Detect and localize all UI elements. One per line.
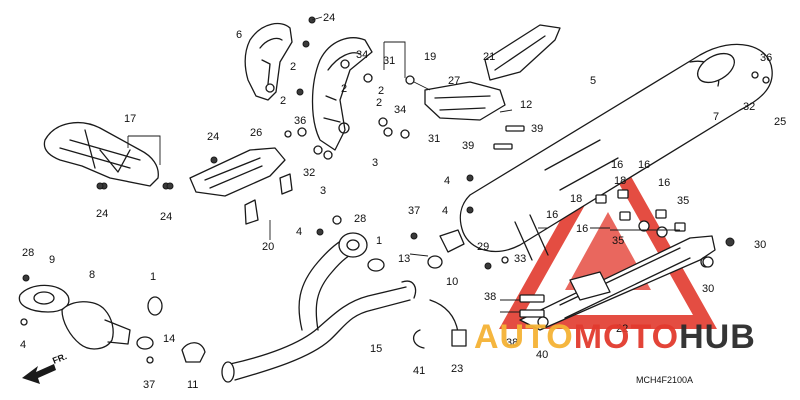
callout-27: 27 bbox=[448, 75, 460, 87]
callout-23: 23 bbox=[451, 363, 463, 375]
heat-shield-center[interactable] bbox=[311, 37, 373, 151]
callout-19: 19 bbox=[424, 51, 436, 63]
callout-37: 37 bbox=[408, 205, 420, 217]
callout-29: 29 bbox=[477, 241, 489, 253]
front-label: FR. bbox=[51, 351, 68, 366]
exhaust-pipe[interactable] bbox=[221, 235, 417, 383]
callout-16: 16 bbox=[546, 209, 558, 221]
callout-36: 36 bbox=[294, 115, 306, 127]
callout-33: 33 bbox=[514, 253, 526, 265]
callout-24: 24 bbox=[207, 131, 219, 143]
diagram-code: MCH4F2100A bbox=[636, 375, 693, 385]
callout-20: 20 bbox=[262, 241, 274, 253]
callout-36: 36 bbox=[760, 52, 772, 64]
callout-9: 9 bbox=[49, 254, 55, 266]
callout-2: 2 bbox=[341, 83, 347, 95]
heat-shield-bracket[interactable] bbox=[189, 147, 293, 225]
callout-37: 37 bbox=[143, 379, 155, 391]
callout-1: 1 bbox=[150, 271, 156, 283]
callout-31: 31 bbox=[428, 133, 440, 145]
callout-3: 3 bbox=[372, 157, 378, 169]
callout-32: 32 bbox=[743, 101, 755, 113]
callout-2: 2 bbox=[378, 85, 384, 97]
callout-32: 32 bbox=[303, 167, 315, 179]
callout-13: 13 bbox=[398, 253, 410, 265]
callout-21: 21 bbox=[483, 51, 495, 63]
callout-26: 26 bbox=[250, 127, 262, 139]
callout-2: 2 bbox=[280, 95, 286, 107]
callout-16: 16 bbox=[638, 159, 650, 171]
exhaust-joint[interactable] bbox=[338, 229, 465, 272]
callout-17: 17 bbox=[124, 113, 136, 125]
svg-text:AUTOMOTOHUB: AUTOMOTOHUB bbox=[474, 318, 756, 356]
callout-18: 18 bbox=[570, 193, 582, 205]
front-direction-indicator: FR. bbox=[22, 351, 68, 384]
callout-16: 16 bbox=[576, 223, 588, 235]
leader-lines bbox=[127, 16, 680, 313]
callout-30: 30 bbox=[702, 283, 714, 295]
heat-shield-left[interactable] bbox=[43, 122, 170, 190]
callout-3: 3 bbox=[320, 185, 326, 197]
callout-16: 16 bbox=[658, 177, 670, 189]
callout-40: 40 bbox=[536, 349, 548, 361]
callout-35: 35 bbox=[677, 195, 689, 207]
callout-35: 35 bbox=[612, 235, 624, 247]
callout-4: 4 bbox=[442, 205, 448, 217]
callout-39: 39 bbox=[462, 140, 474, 152]
callout-41: 41 bbox=[413, 365, 425, 377]
callout-18: 18 bbox=[614, 175, 626, 187]
callout-4: 4 bbox=[296, 226, 302, 238]
callout-24: 24 bbox=[96, 208, 108, 220]
callout-14: 14 bbox=[163, 333, 175, 345]
callout-24: 24 bbox=[160, 211, 172, 223]
callout-5: 5 bbox=[590, 75, 596, 87]
callout-1: 1 bbox=[376, 235, 382, 247]
callout-38: 38 bbox=[506, 337, 518, 349]
callout-10: 10 bbox=[446, 276, 458, 288]
callout-11: 11 bbox=[187, 379, 198, 391]
watermark-part-hub: HUB bbox=[679, 318, 756, 356]
callout-30: 30 bbox=[754, 239, 766, 251]
callout-25: 25 bbox=[774, 116, 786, 128]
bolts bbox=[22, 16, 770, 328]
callout-2: 2 bbox=[290, 61, 296, 73]
callout-4: 4 bbox=[444, 175, 450, 187]
muffler-stay[interactable] bbox=[424, 24, 561, 121]
callout-22: 22 bbox=[616, 323, 628, 335]
callout-38: 38 bbox=[484, 291, 496, 303]
oxygen-sensor[interactable] bbox=[413, 299, 467, 349]
callout-labels: 24 6 2 2 2 34 31 19 21 27 2 2 34 31 12 3… bbox=[20, 12, 786, 391]
watermark-part-moto: MOTO bbox=[574, 318, 679, 356]
muffler[interactable] bbox=[459, 43, 773, 261]
muffler-bracket[interactable] bbox=[519, 235, 716, 331]
callout-12: 12 bbox=[520, 99, 532, 111]
callout-34: 34 bbox=[356, 49, 368, 61]
heat-shield-upper[interactable] bbox=[244, 22, 293, 101]
callout-28: 28 bbox=[354, 213, 366, 225]
watermark-part-auto: AUTO bbox=[474, 318, 574, 356]
callout-15: 15 bbox=[370, 343, 382, 355]
callout-4: 4 bbox=[20, 339, 26, 351]
callout-34: 34 bbox=[394, 104, 406, 116]
callout-6: 6 bbox=[236, 29, 242, 41]
callout-2: 2 bbox=[376, 97, 382, 109]
callout-16: 16 bbox=[611, 159, 623, 171]
callout-24: 24 bbox=[323, 12, 335, 24]
callout-8: 8 bbox=[89, 269, 95, 281]
watermark-logo: AUTOMOTOHUB bbox=[474, 318, 756, 356]
front-arrow-icon bbox=[22, 364, 56, 384]
callout-39: 39 bbox=[531, 123, 543, 135]
callout-31: 31 bbox=[383, 55, 395, 67]
callout-28: 28 bbox=[22, 247, 34, 259]
callout-7: 7 bbox=[713, 111, 719, 123]
exhaust-flange[interactable] bbox=[18, 284, 206, 364]
